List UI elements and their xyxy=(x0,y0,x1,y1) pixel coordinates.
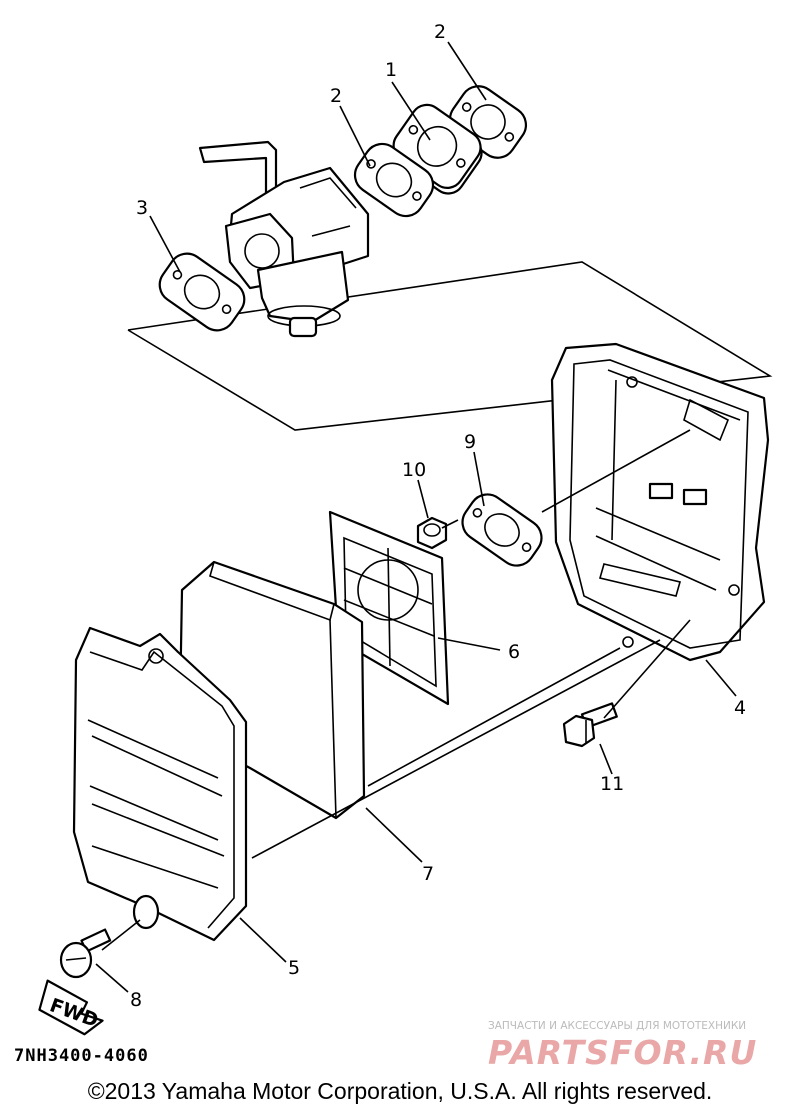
air-cleaner-cover-5 xyxy=(72,626,248,942)
gasket-9 xyxy=(461,493,543,567)
gasket-2-middle xyxy=(353,142,435,218)
screw-8 xyxy=(59,928,112,979)
carburetor xyxy=(198,140,370,338)
callout-3: 3 xyxy=(136,197,148,219)
diagram-code: 7NH3400-4060 xyxy=(14,1046,149,1066)
nut-10 xyxy=(416,516,448,550)
upper-group-outline xyxy=(127,261,773,431)
callout-11: 11 xyxy=(600,773,624,795)
air-cleaner-case-4 xyxy=(550,342,770,662)
callout-1: 1 xyxy=(385,59,397,81)
callout-5: 5 xyxy=(288,957,300,979)
watermark-logo: PARTSFOR.RU xyxy=(488,1033,758,1072)
callout-7: 7 xyxy=(422,863,434,885)
callout-8: 8 xyxy=(130,989,142,1011)
callout-2-top: 2 xyxy=(434,21,446,43)
callout-6: 6 xyxy=(508,641,520,663)
callout-2-middle: 2 xyxy=(330,85,342,107)
callout-9: 9 xyxy=(464,431,476,453)
callout-4: 4 xyxy=(734,697,746,719)
callout-10: 10 xyxy=(402,459,426,481)
bolt-11 xyxy=(562,702,618,748)
watermark-tagline: ЗАПЧАСТИ И АКСЕССУАРЫ ДЛЯ МОТОТЕХНИКИ xyxy=(488,1020,747,1032)
gasket-3 xyxy=(158,252,246,332)
element-6 xyxy=(328,510,450,706)
fwd-arrow-icon: FWD xyxy=(38,979,104,1036)
copyright-notice: ©2013 Yamaha Motor Corporation, U.S.A. A… xyxy=(87,1078,713,1104)
